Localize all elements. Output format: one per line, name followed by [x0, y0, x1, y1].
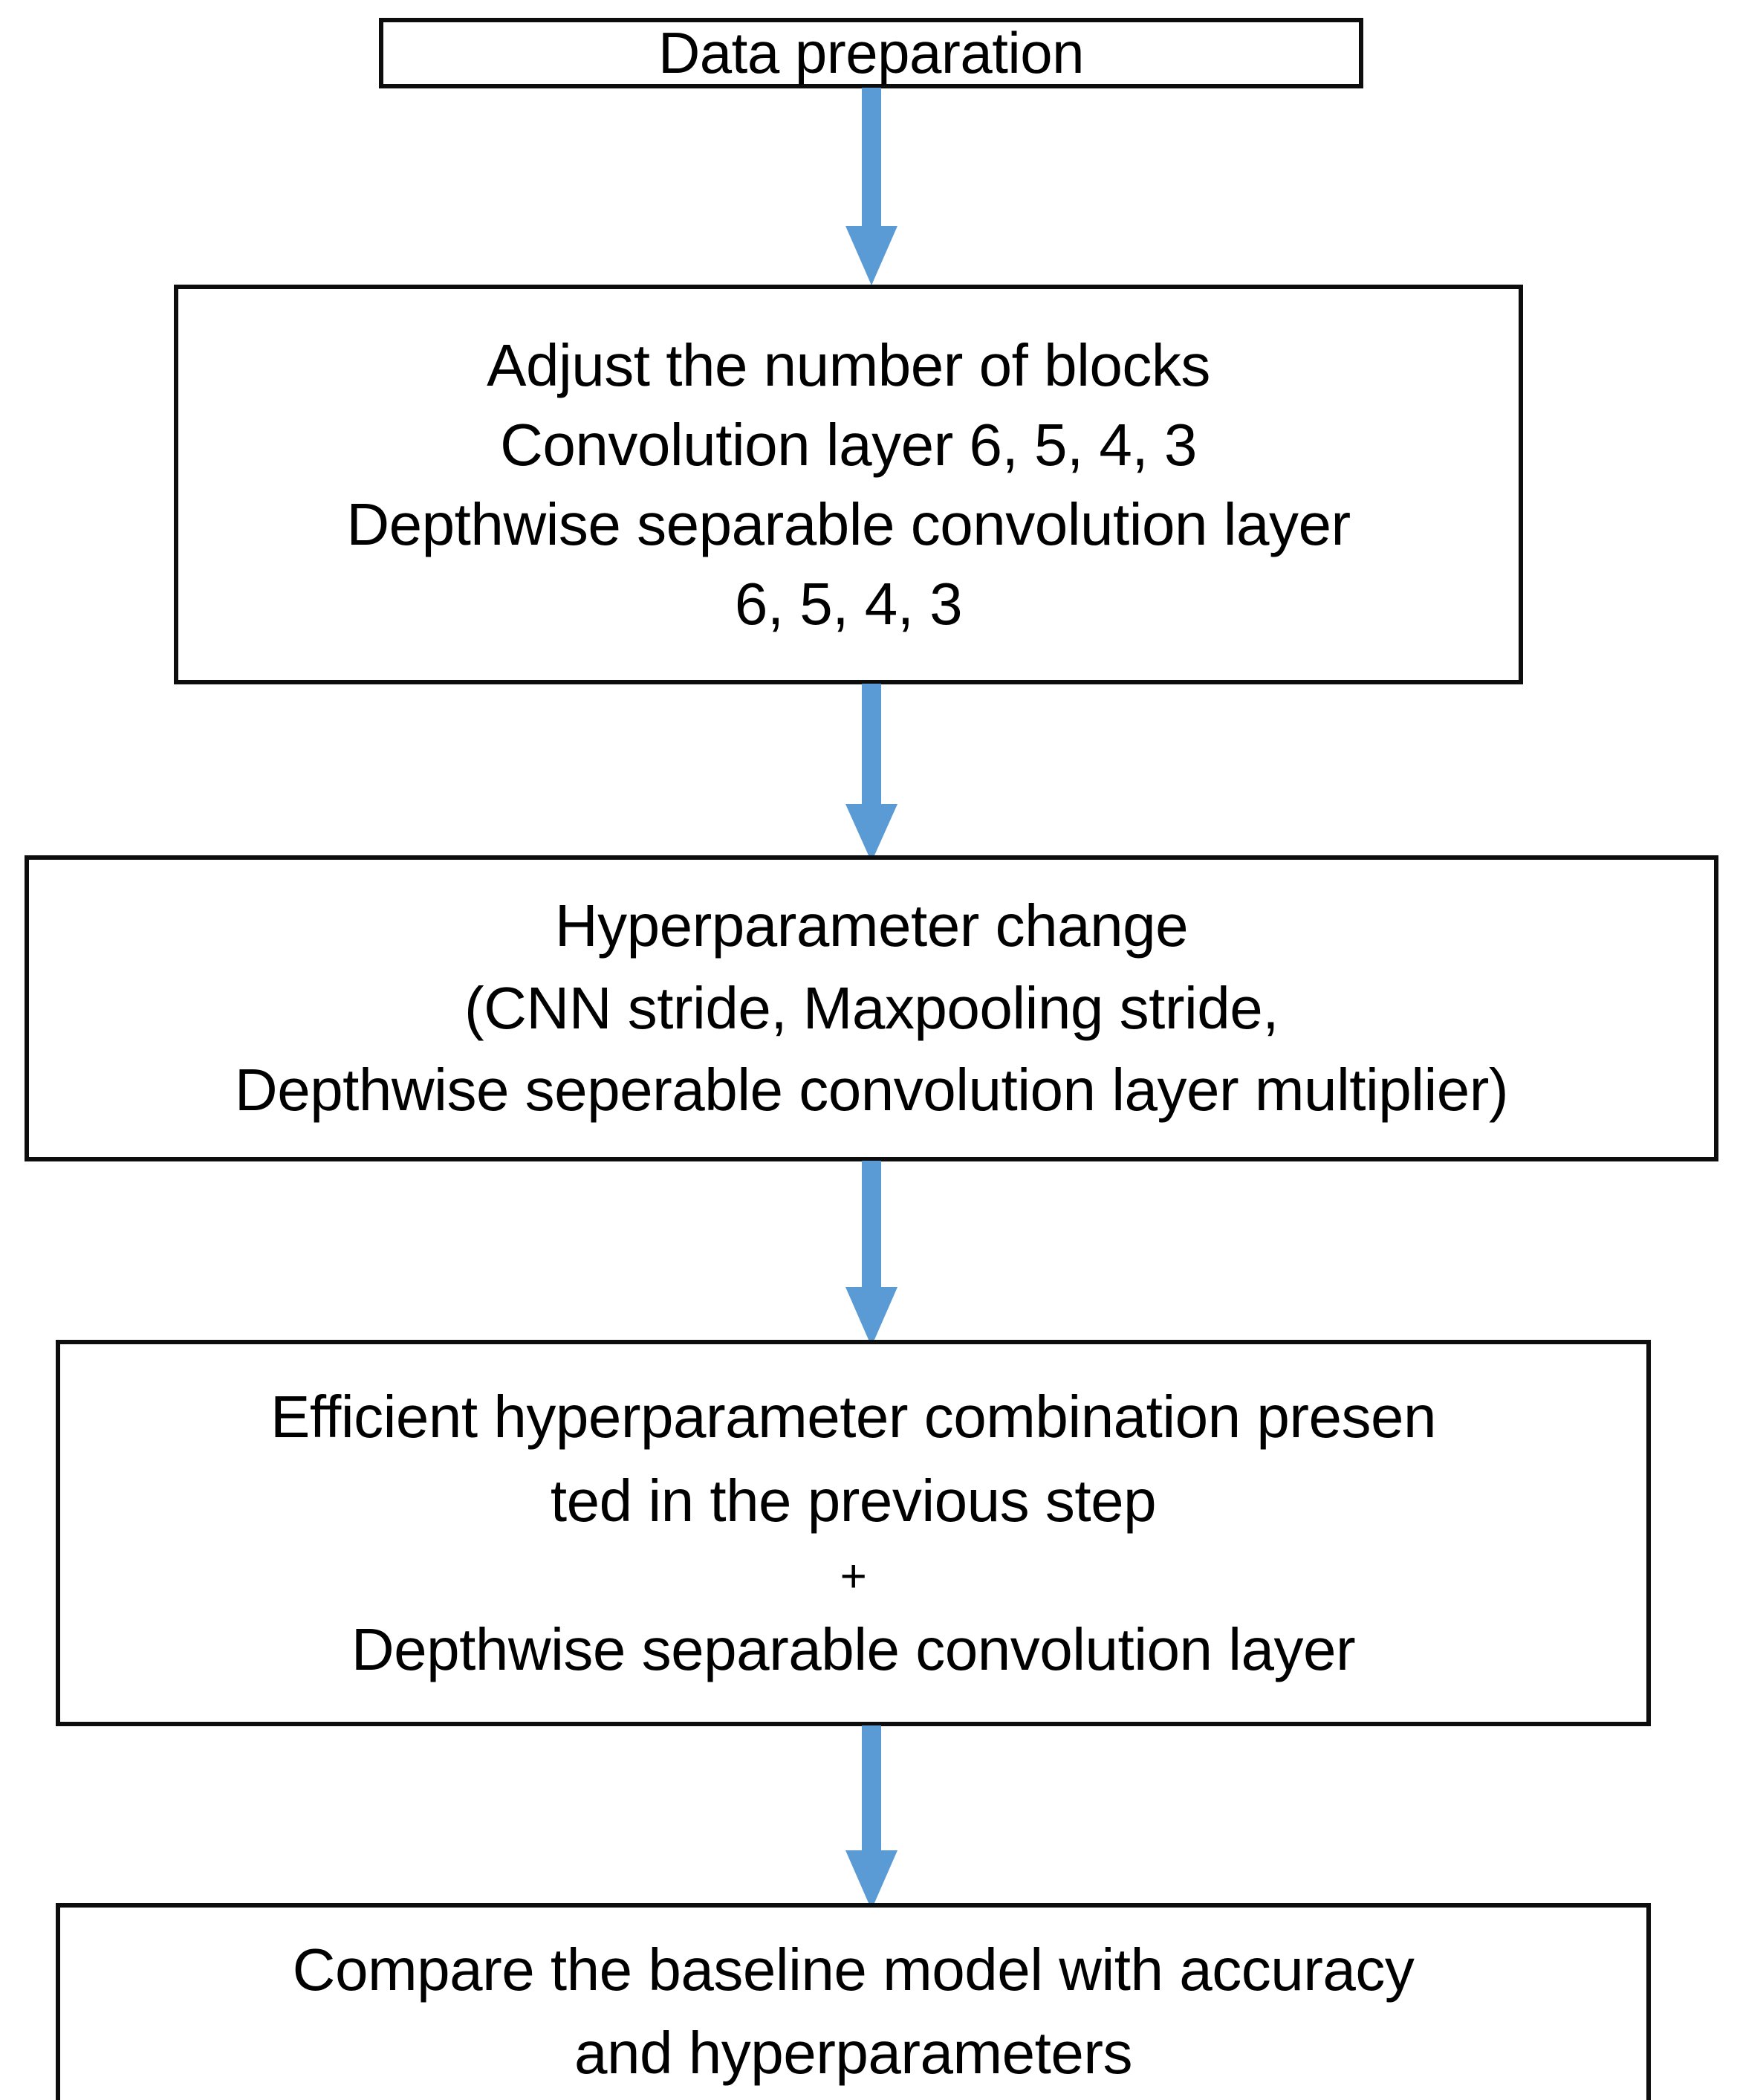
arrow-down-icon-4: [819, 1725, 923, 1910]
flowchart-node-hyperparameter-change[interactable]: Hyperparameter change (CNN stride, Maxpo…: [25, 855, 1718, 1161]
node-text-line: (CNN stride, Maxpooling stride,: [464, 974, 1279, 1041]
node-text-line: Compare the baseline model with accuracy: [292, 1937, 1415, 2003]
node-text-line: Convolution layer 6, 5, 4, 3: [500, 411, 1197, 478]
arrow-down-icon-3: [819, 1161, 923, 1346]
arrow-down-icon-1: [819, 88, 923, 285]
flowchart-node-adjust-blocks[interactable]: Adjust the number of blocks Convolution …: [174, 285, 1523, 684]
node-text-line: 6, 5, 4, 3: [734, 571, 963, 638]
node-text-line: Data preparation: [658, 19, 1085, 85]
flowchart-node-compare-baseline[interactable]: Compare the baseline model with accuracy…: [56, 1903, 1651, 2100]
flowchart-node-data-preparation[interactable]: Data preparation: [379, 18, 1363, 88]
node-text-line: Hyperparameter change: [554, 892, 1189, 959]
flowchart-node-efficient-combination[interactable]: Efficient hyperparameter combination pre…: [56, 1340, 1651, 1726]
node-text-line: Efficient hyperparameter combination pre…: [270, 1383, 1437, 1450]
arrow-down-icon-2: [819, 684, 923, 862]
node-text-line: and hyperparameters: [574, 2020, 1132, 2086]
node-text-line: Depthwise separable convolution layer: [351, 1615, 1356, 1682]
node-text-plus-sign: +: [840, 1550, 867, 1602]
node-text-line: Depthwise separable convolution layer: [346, 491, 1351, 557]
node-text-line: ted in the previous step: [550, 1468, 1157, 1535]
node-text-line: Adjust the number of blocks: [487, 331, 1210, 398]
node-text-line: Depthwise seperable convolution layer mu…: [234, 1057, 1509, 1124]
